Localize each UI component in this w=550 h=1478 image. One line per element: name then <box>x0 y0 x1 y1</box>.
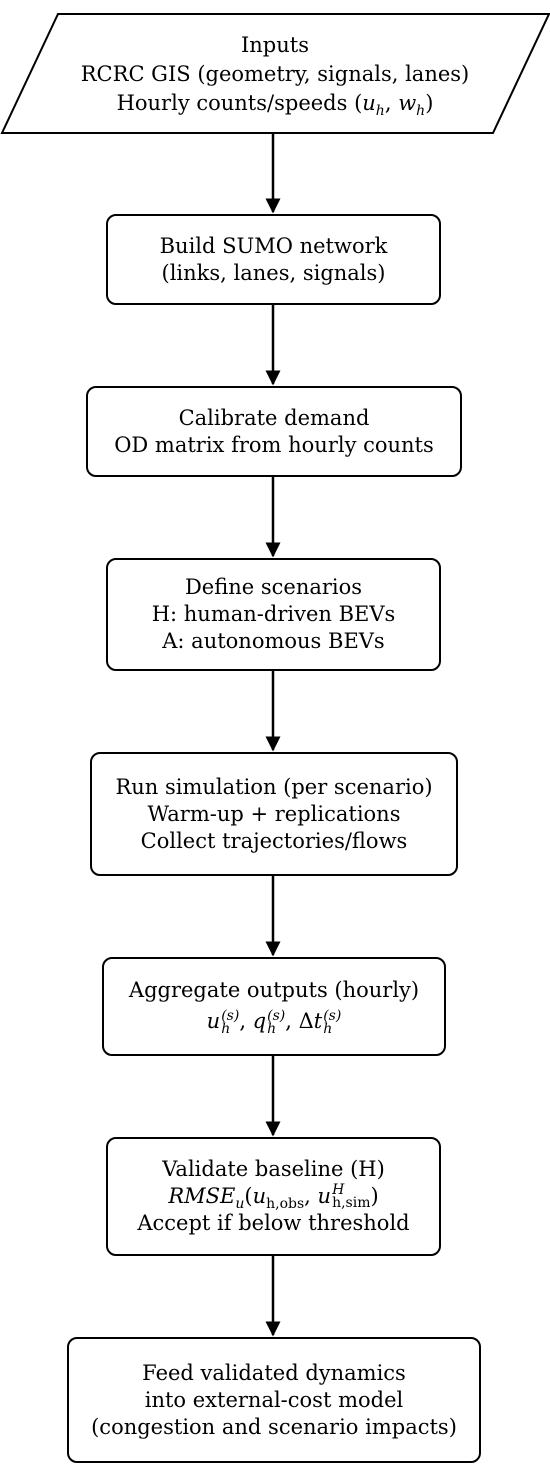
run-simulation-node: Run simulation (per scenario) Warm-up + … <box>90 752 458 876</box>
rmse-sep: , <box>304 1183 318 1208</box>
build-network-node: Build SUMO network (links, lanes, signal… <box>106 214 441 305</box>
inputs-sep: , <box>384 90 399 115</box>
inputs-counts: Hourly counts/speeds (uh, wh) <box>117 89 434 118</box>
run-warmup: Warm-up + replications <box>147 801 401 826</box>
feed-impacts: (congestion and scenario impacts) <box>91 1414 457 1439</box>
inputs-title: Inputs <box>240 32 309 57</box>
rmse-label: RMSE <box>168 1183 236 1208</box>
run-title: Run simulation (per scenario) <box>115 774 433 799</box>
rmse-sub: u <box>235 1195 245 1212</box>
inputs-gis: RCRC GIS (geometry, signals, lanes) <box>80 61 470 86</box>
formula-u-scripts: (s)h <box>221 1007 240 1037</box>
inputs-parallelogram <box>0 13 550 134</box>
rmse-open: ( <box>244 1183 253 1208</box>
aggregate-formula: u(s)h, q(s)h, Δt(s)h <box>207 1008 342 1036</box>
formula-t-sup: (s) <box>323 1007 342 1024</box>
formula-t-sub: h <box>323 1020 333 1037</box>
inputs-close: ) <box>425 90 434 115</box>
formula-t: t <box>313 1009 323 1034</box>
build-title: Build SUMO network <box>159 233 388 258</box>
calibrate-title: Calibrate demand <box>178 405 370 430</box>
aggregate-title: Aggregate outputs (hourly) <box>128 978 420 1003</box>
formula-q-sub: h <box>267 1020 277 1037</box>
validate-title: Validate baseline (H) <box>162 1156 385 1181</box>
define-scenario-h: H: human-driven BEVs <box>151 602 396 626</box>
rmse-close: ) <box>370 1183 379 1208</box>
calibrate-demand-node: Calibrate demand OD matrix from hourly c… <box>86 386 462 477</box>
define-title: Define scenarios <box>184 575 363 599</box>
inputs-u-sub: h <box>375 102 385 119</box>
formula-q-sup: (s) <box>267 1007 286 1024</box>
inputs-counts-text: Hourly counts/speeds ( <box>116 90 363 115</box>
calibrate-detail: OD matrix from hourly counts <box>114 432 434 457</box>
rmse-u-sim-sup: H <box>332 1182 345 1199</box>
formula-delta: Δ <box>298 1009 314 1034</box>
formula-sep-1: , <box>239 1009 253 1034</box>
aggregate-outputs-node: Aggregate outputs (hourly) u(s)h, q(s)h,… <box>102 957 446 1056</box>
formula-q: q <box>252 1009 267 1034</box>
rmse-u-obs-sub: h,obs <box>266 1195 305 1212</box>
formula-sep-2: , <box>285 1009 299 1034</box>
rmse-u-sim: u <box>317 1183 332 1208</box>
define-scenario-a: A: autonomous BEVs <box>162 629 385 653</box>
inputs-node: Inputs RCRC GIS (geometry, signals, lane… <box>20 18 530 130</box>
validate-accept: Accept if below threshold <box>137 1211 410 1236</box>
feed-title: Feed validated dynamics <box>142 1360 406 1385</box>
feed-dynamics-node: Feed validated dynamics into external-co… <box>67 1337 481 1463</box>
inputs-w-sub: h <box>416 102 426 119</box>
formula-u-sub: h <box>221 1020 231 1037</box>
formula-q-scripts: (s)h <box>267 1007 286 1037</box>
formula-u: u <box>206 1009 221 1034</box>
formula-t-scripts: (s)h <box>323 1007 342 1037</box>
define-scenarios-node: Define scenarios H: human-driven BEVs A:… <box>106 558 441 671</box>
rmse-u-sim-sub: h,sim <box>332 1195 371 1212</box>
inputs-u: u <box>362 90 376 115</box>
rmse-u-obs: u <box>252 1183 267 1208</box>
build-detail: (links, lanes, signals) <box>161 260 386 285</box>
formula-u-sup: (s) <box>221 1007 240 1024</box>
feed-model: into external-cost model <box>144 1387 404 1412</box>
run-collect: Collect trajectories/flows <box>140 828 408 853</box>
inputs-w: w <box>398 90 417 115</box>
